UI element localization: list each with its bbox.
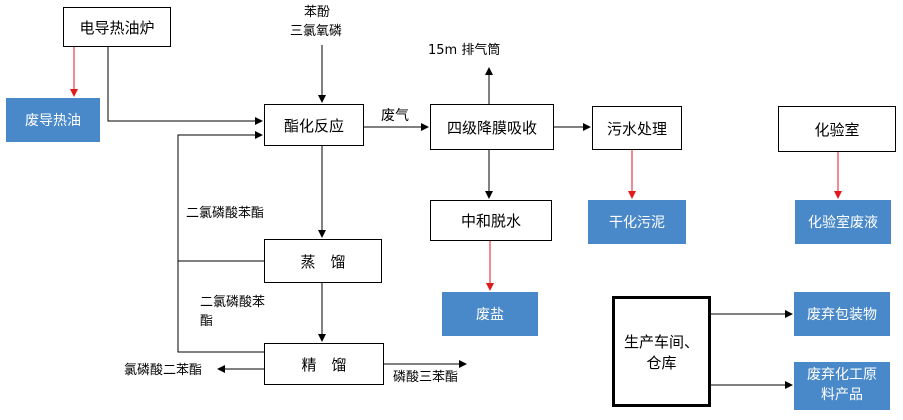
esterification-box: 酯化反应 <box>264 104 364 146</box>
packaging-box: 废弃包装物 <box>794 292 890 336</box>
lab-liquid-box: 化验室废液 <box>795 200 891 244</box>
line-recycle-loop <box>177 131 264 353</box>
chemicals-box: 废弃化工原料产品 <box>794 362 890 410</box>
line-furnace-to-esterification <box>107 47 263 125</box>
waste-salt-box: 废盐 <box>442 292 538 336</box>
waste-oil-box: 废导热油 <box>6 98 100 142</box>
recycle-label-2: 二氯磷酸苯酯 <box>200 295 266 329</box>
exhaust-label: 15m 排气筒 <box>428 43 501 58</box>
raw-material-2-label: 三氯氧磷 <box>290 24 343 39</box>
wastewater-box: 污水处理 <box>592 106 682 150</box>
raw-material-1-label: 苯酚 <box>304 5 331 20</box>
dry-sludge-box: 干化污泥 <box>588 200 686 244</box>
neutralize-box: 中和脱水 <box>430 200 552 241</box>
refine-box: 精 馏 <box>264 343 384 385</box>
heat-furnace-box: 电导热油炉 <box>63 7 171 47</box>
lab-box: 化验室 <box>778 106 896 152</box>
product-1-label: 氯磷酸二苯酯 <box>124 363 203 378</box>
waste-gas-label: 废气 <box>381 108 409 124</box>
recycle-label-1: 二氯磷酸苯酯 <box>186 206 265 221</box>
product-2-label: 磷酸三苯酯 <box>393 370 459 385</box>
workshop-box: 生产车间、仓库 <box>612 296 711 407</box>
distill-box: 蒸 馏 <box>264 239 382 283</box>
absorption-box: 四级降膜吸收 <box>430 104 554 150</box>
